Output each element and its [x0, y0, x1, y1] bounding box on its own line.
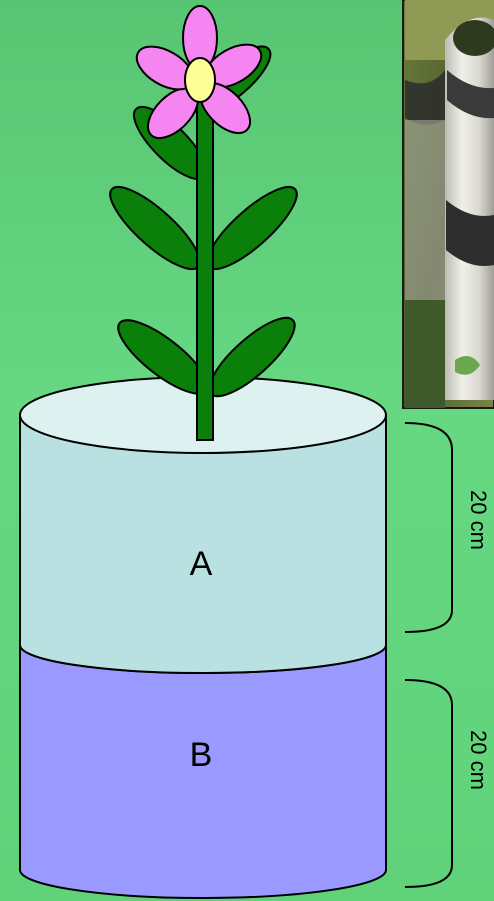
- bottom-depth-label: 20 cm: [466, 730, 491, 790]
- flower-plant-icon: [100, 6, 307, 440]
- layer-b-label: B: [190, 736, 213, 774]
- layer-a-label: A: [190, 545, 213, 583]
- brace-top: [405, 423, 452, 632]
- pot-photo-icon: [403, 0, 494, 408]
- top-depth-label: 20 cm: [466, 490, 491, 550]
- brace-bottom: [405, 680, 452, 887]
